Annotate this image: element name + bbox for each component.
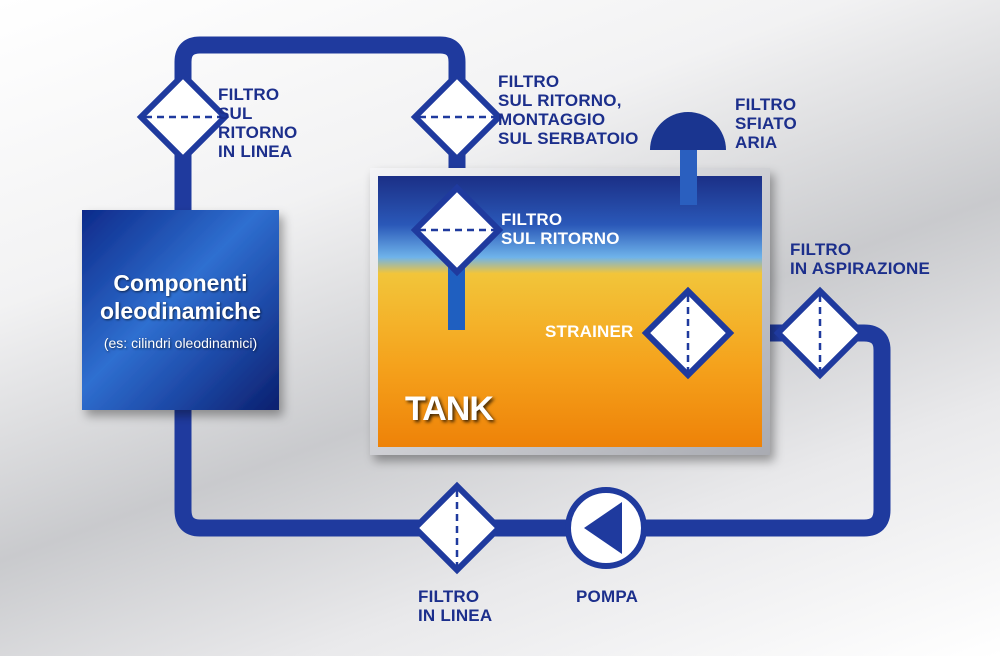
components-title: Componenti oleodinamiche — [99, 270, 262, 324]
main-pipe-loop — [174, 36, 466, 325]
components-box: Componenti oleodinamiche (es: cilindri o… — [82, 210, 279, 410]
diamond-filter-icon — [410, 481, 504, 575]
tank-label: TANK — [405, 390, 494, 428]
components-box-shape — [82, 210, 279, 410]
components-subtitle: (es: cilindri oleodinamici) — [103, 335, 258, 351]
label-return-filter: FILTRO SUL RITORNO — [501, 210, 620, 248]
diamond-filter-icon — [773, 286, 867, 380]
breather-stem — [680, 140, 697, 205]
diamond-filter-icon — [136, 70, 230, 164]
lower-pipe-loop — [174, 324, 891, 537]
label-pump: POMPA — [576, 587, 639, 606]
pump-icon — [565, 487, 647, 569]
diamond-filter-icon — [641, 286, 735, 380]
label-inline-return-filter: FILTRO SUL RITORNO IN LINEA — [218, 85, 298, 161]
label-air-breather-filter: FILTRO SFIATO ARIA — [735, 95, 797, 152]
diamond-filter-icon — [410, 183, 504, 277]
label-strainer: STRAINER — [545, 322, 634, 341]
diamond-filter-icon — [410, 70, 504, 164]
label-inline-filter: FILTRO IN LINEA — [418, 587, 493, 625]
label-tank-mounted-return-filter: FILTRO SUL RITORNO, MONTAGGIO SUL SERBAT… — [498, 72, 639, 148]
breather-cap-icon — [650, 112, 726, 150]
label-suction-filter: FILTRO IN ASPIRAZIONE — [790, 240, 931, 278]
